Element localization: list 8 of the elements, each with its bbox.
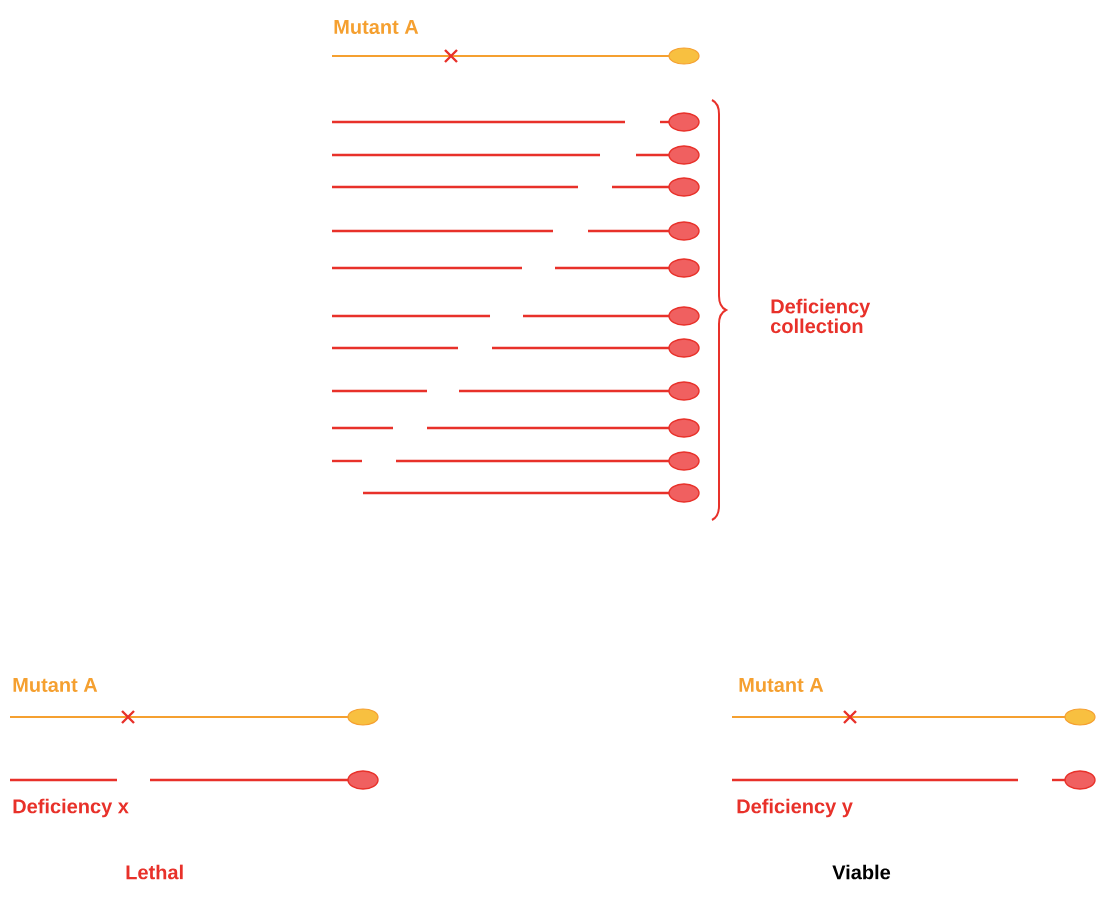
label: Deficiency x [13,798,129,818]
label: Lethal [126,864,183,880]
label: Mutant A [13,678,98,692]
label: Deficiency y [737,798,853,818]
label: Deficiency collection [771,298,871,334]
label: Viable [832,864,891,880]
label: Mutant A [739,678,824,692]
label: Mutant A [334,20,419,34]
